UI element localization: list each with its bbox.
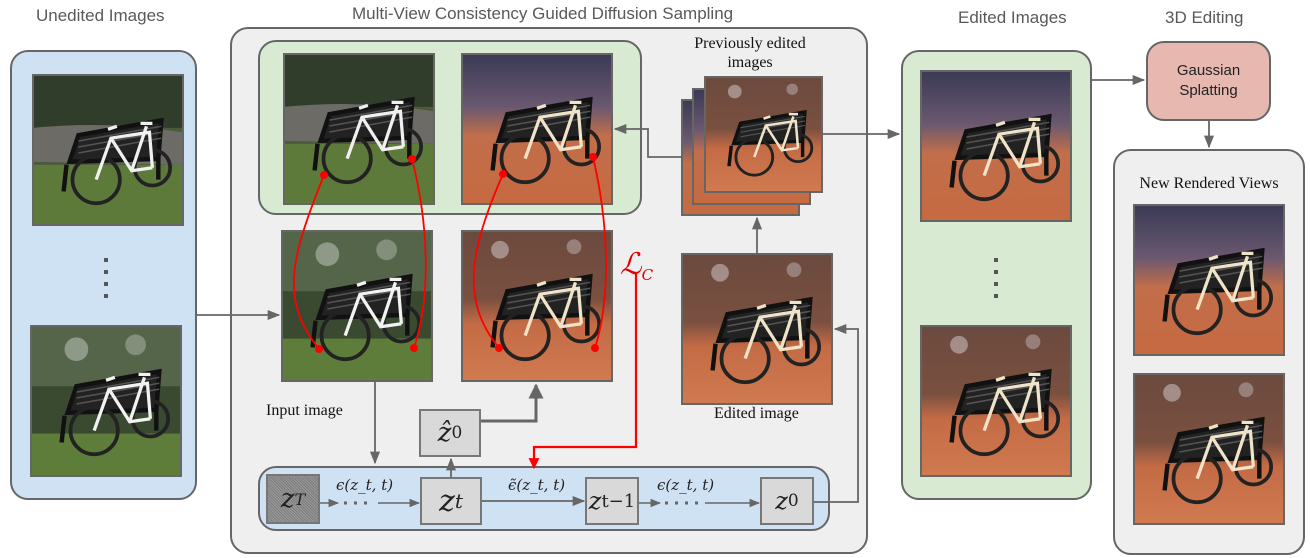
z-T-base: z (280, 484, 295, 514)
rendered-view-2 (1133, 373, 1285, 525)
reference-unedited-image (283, 53, 435, 205)
edited-output-n (920, 325, 1072, 477)
unedited-ellipsis (104, 258, 108, 306)
arrow-z0hat-to-prediction (481, 383, 544, 423)
correspondence-points-edited (495, 153, 599, 352)
z-t-minus-1-sub: t−1 (601, 490, 636, 512)
edited-images-title: Edited Images (958, 8, 1067, 27)
sampling-title: Multi-View Consistency Guided Diffusion … (352, 4, 734, 23)
z0-hat-base: ẑ (437, 418, 452, 448)
rendered-view-1 (1133, 204, 1285, 356)
loss-subscript: C (641, 266, 654, 284)
input-image-label: Input image (266, 402, 343, 419)
eps-first-label: ϵ(z_t, t) (336, 476, 394, 494)
eps-guided-label: ϵ̃(z_t, t) (508, 476, 566, 494)
predicted-edit-image (461, 230, 613, 382)
latent-chain-panel (258, 466, 830, 531)
correspondences-edited (472, 156, 607, 349)
gaussian-splatting-box: Gaussian Splatting (1146, 41, 1271, 121)
edited-image (681, 253, 833, 405)
edited-output-1 (920, 70, 1072, 222)
z-0-base: z (775, 487, 788, 515)
unedited-image-n (30, 325, 182, 477)
z-T-sub: T (294, 489, 306, 509)
z-t-base: z (439, 483, 455, 519)
previous-edit-stack-1 (704, 76, 823, 193)
eps-last-label: ϵ(z_t, t) (657, 476, 715, 494)
input-image (281, 230, 433, 382)
z-0-sub: 0 (787, 491, 799, 511)
z-t-sub: t (454, 489, 463, 513)
arrow-z0-to-edited (814, 323, 859, 503)
edited-image-label: Edited image (714, 405, 799, 422)
z0-hat-sub: 0 (451, 423, 463, 443)
correspondences-unedited (292, 158, 427, 350)
z-t-minus-1-base: z (588, 487, 602, 515)
previously-edited-label: Previously edited images (694, 35, 806, 71)
unedited-images-title: Unedited Images (36, 6, 165, 25)
correspondence-points-unedited (315, 155, 418, 353)
3d-editing-title: 3D Editing (1165, 8, 1244, 27)
reference-edited-image (461, 53, 613, 205)
new-rendered-views-label: New Rendered Views (1139, 175, 1279, 192)
consistency-loss-path (528, 272, 638, 470)
unedited-image-1 (32, 74, 184, 226)
arrow-stack-to-reference (613, 123, 681, 158)
edited-ellipsis (994, 258, 998, 306)
